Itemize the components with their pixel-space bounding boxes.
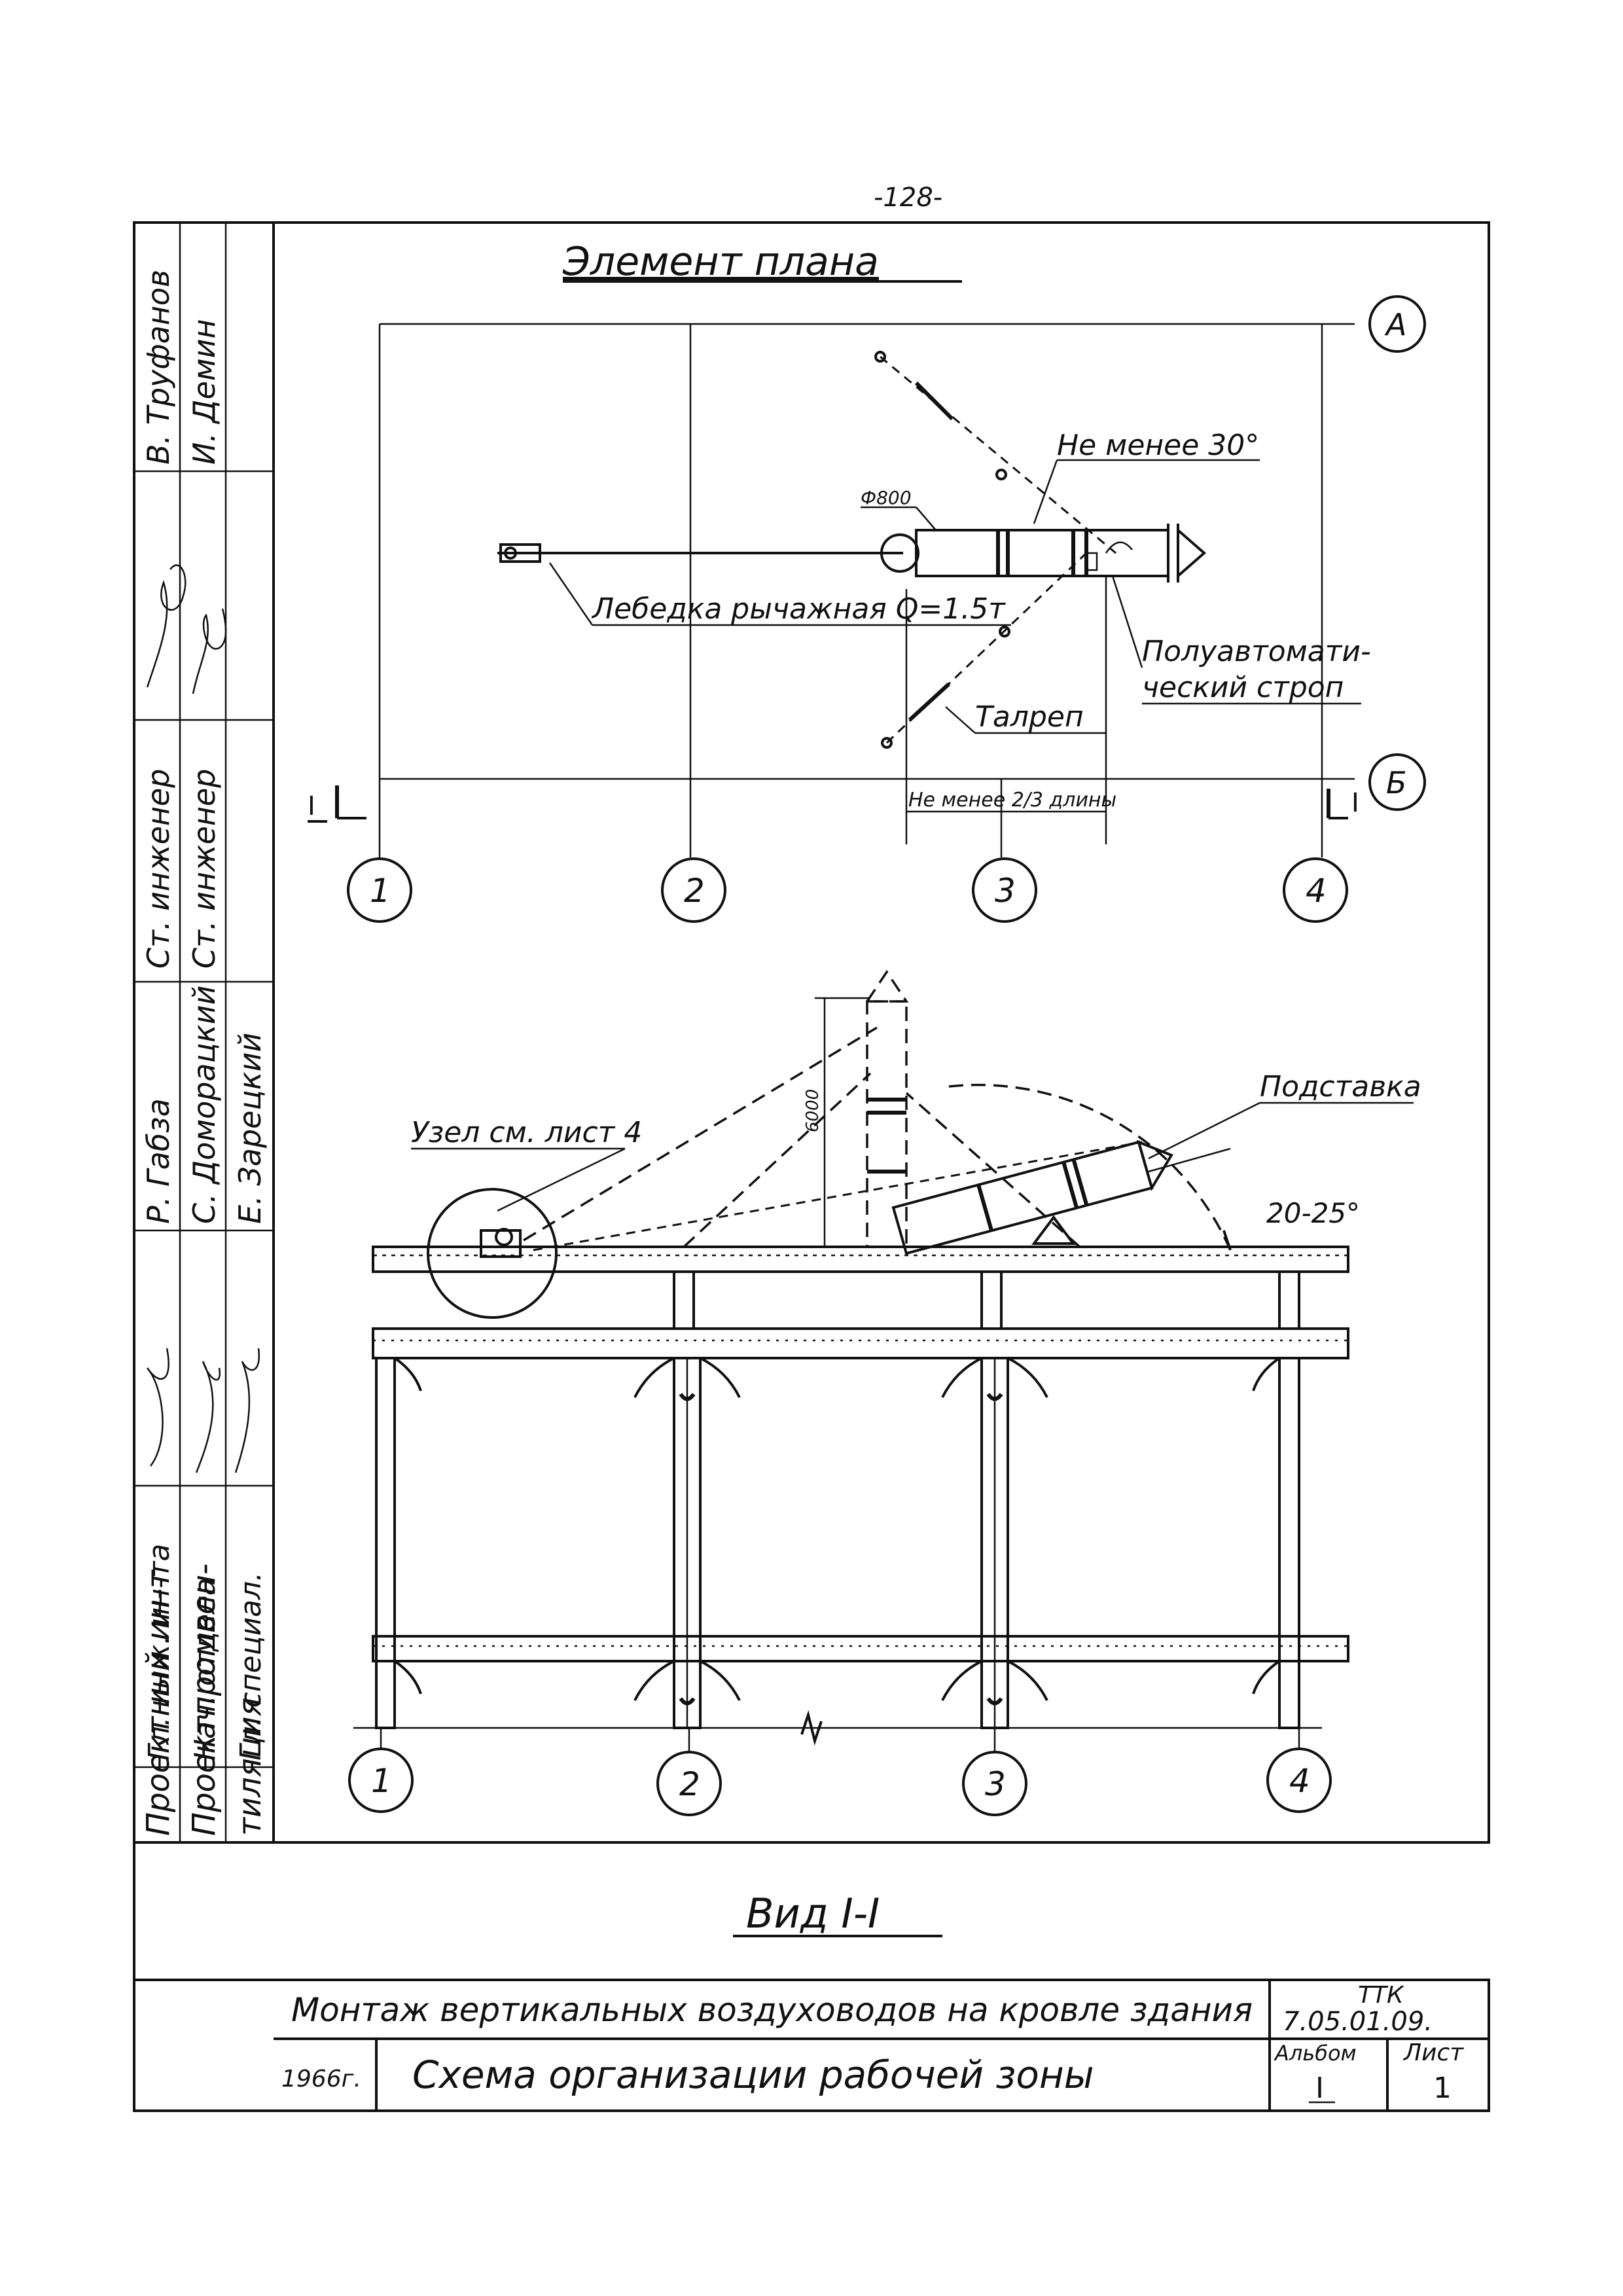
dim-label: 6000 (803, 1089, 823, 1132)
plan-view: Элемент плана А Б (308, 239, 1426, 923)
album-label: Альбом (1274, 2041, 1357, 2066)
stamp-org-line2: Проектпромвен- (186, 1564, 223, 1836)
sheet-label: Лист (1402, 2039, 1464, 2066)
turnbuckle-label: Талреп (975, 700, 1084, 734)
lower-slab (372, 1635, 1349, 1662)
signature-1 (146, 564, 187, 688)
section-mark-right: I (1351, 788, 1359, 818)
section-axis-4: 4 (1289, 1762, 1310, 1800)
columns (375, 1270, 1300, 1729)
axis-letter-b: Б (1386, 765, 1407, 800)
title-text: Монтаж вертикальных воздуховодов на кров… (291, 1991, 1253, 2029)
signature-5 (234, 1348, 260, 1473)
length-note-label: Не менее 2/3 длины (908, 789, 1116, 812)
support-label: Подставка (1260, 1070, 1421, 1103)
code-text: 7.05.01.09. (1283, 2007, 1433, 2037)
page-number: -128- (874, 183, 942, 213)
node-ref-label: Узел см. лист 4 (411, 1116, 642, 1149)
subtitle-text: Схема организации рабочей зоны (412, 2053, 1094, 2097)
node-circle (427, 1188, 558, 1319)
stamp-name-5: И. Демин (187, 319, 222, 465)
code-label: ТТК (1358, 1982, 1404, 2009)
stamp-role-4: Ст. инженер (141, 769, 176, 969)
stamp-name-2: С. Доморацкий (187, 985, 222, 1224)
stamp-name-4: В. Труфанов (141, 270, 176, 465)
stamp-name-3: Е. Зарецкий (232, 1033, 268, 1224)
section-view: 6000 Узел см. лист 4 Подставка 20- (348, 969, 1421, 1937)
stamp-role-2: Нач. отдела (188, 1578, 222, 1761)
sheet-frame (133, 221, 1490, 1844)
stamp-org-line1: Проектный ин-т (140, 1569, 177, 1836)
tilted-duct (891, 1139, 1173, 1255)
plan-title: Элемент плана (562, 239, 879, 285)
section-axis-3: 3 (985, 1765, 1006, 1803)
section-axis-1: 1 (371, 1762, 392, 1800)
roof-slab (372, 1246, 1349, 1273)
side-stamp: В. Труфанов И. Демин Ст. инженер Ст. инж… (134, 221, 274, 1842)
section-axis-2: 2 (679, 1765, 700, 1803)
plan-duct (915, 529, 1169, 577)
duct-final-position (866, 1000, 908, 1248)
winch-label: Лебедка рычажная Q=1.5т (591, 592, 1006, 626)
year-text: 1966г. (281, 2066, 361, 2092)
stamp-role-3: Гл. специал. (234, 1572, 268, 1761)
diameter-label: Ф800 (861, 487, 912, 509)
stamp-role-5: Ст. инженер (187, 769, 222, 969)
support-stand (1031, 1215, 1076, 1245)
plan-axis-2: 2 (684, 872, 705, 910)
plan-axis-1: 1 (370, 872, 391, 910)
angle-label: 20-25° (1266, 1197, 1360, 1229)
title-block: Монтаж вертикальных воздуховодов на кров… (133, 1979, 1490, 2112)
album-value: I (1315, 2072, 1324, 2105)
sling-label-2: ческий строп (1142, 671, 1344, 704)
stamp-role-1: Гл. инж. ин-та (143, 1544, 176, 1761)
stamp-name-1: Р. Габза (141, 1098, 176, 1224)
signature-4 (195, 1361, 221, 1473)
sheet-value: 1 (1433, 2072, 1452, 2105)
upper-slab (372, 1327, 1349, 1359)
sling-label-1: Полуавтомати- (1142, 635, 1371, 668)
plan-axis-4: 4 (1306, 872, 1327, 910)
signature-2 (192, 608, 227, 694)
angle-note-label: Не менее 30° (1057, 429, 1259, 462)
section-mark-left: I (308, 791, 315, 821)
axis-letter-a: А (1384, 307, 1406, 342)
section-title: Вид I-I (746, 1890, 880, 1937)
stamp-org-line3: тиляция (232, 1698, 268, 1836)
plan-axis-3: 3 (995, 872, 1016, 910)
signature-3 (146, 1348, 169, 1467)
